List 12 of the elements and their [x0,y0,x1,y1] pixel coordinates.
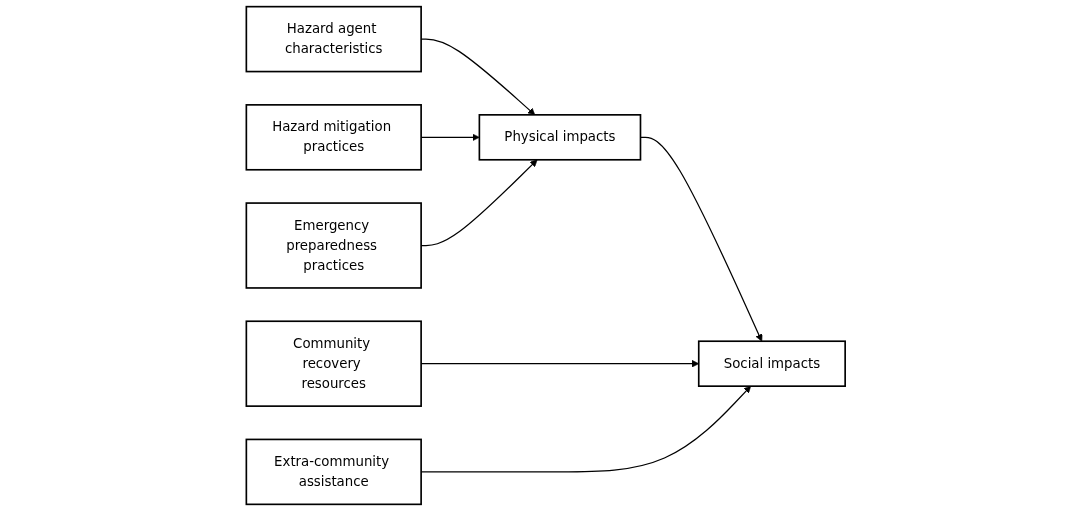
node-box: Hazard agent characteristics [245,5,422,73]
node-box: Social impacts [697,340,846,387]
arrow [420,385,751,473]
node-box: Emergency preparedness practices [245,202,422,289]
arrow [420,38,535,116]
node-box: Hazard mitigation practices [245,104,422,171]
node-box: Extra-community assistance [245,438,422,506]
arrow [420,159,538,247]
arrow [420,360,699,368]
node-box: Community recovery resources [245,320,422,407]
node-box: Physical impacts [478,114,642,161]
arrow [420,133,480,141]
